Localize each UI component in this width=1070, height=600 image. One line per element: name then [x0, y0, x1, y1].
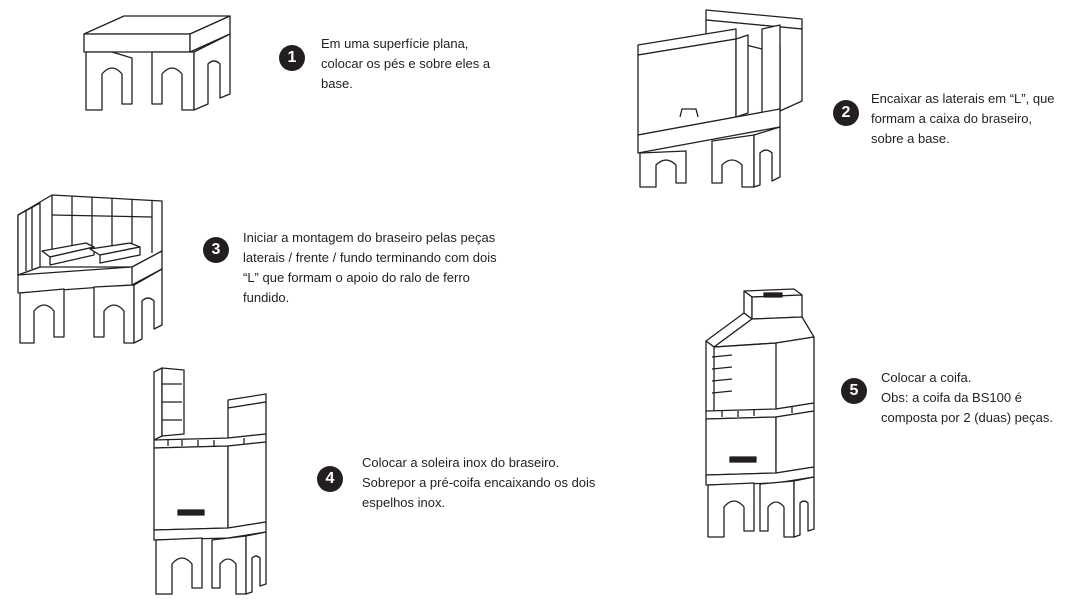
step-1-illustration	[78, 12, 238, 114]
step-5-badge: 5	[841, 378, 867, 404]
step-5-illustration	[698, 285, 822, 541]
step-1-badge: 1	[279, 45, 305, 71]
step-3-illustration	[12, 185, 174, 350]
step-2-instruction: Encaixar as laterais em “L”, que formam …	[871, 91, 1055, 146]
step-5-instruction: Colocar a coifa. Obs: a coifa da BS100 é…	[881, 370, 1053, 425]
step-4-badge: 4	[317, 466, 343, 492]
step-1-instruction: Em uma superfície plana, colocar os pés …	[321, 36, 491, 91]
step-4-illustration	[148, 362, 274, 598]
step-2-badge: 2	[833, 100, 859, 126]
step-2-illustration	[632, 5, 812, 190]
step-3-badge: 3	[203, 237, 229, 263]
step-3-instruction: Iniciar a montagem do braseiro pelas peç…	[243, 230, 497, 305]
step-4-instruction: Colocar a soleira inox do braseiro. Sobr…	[362, 455, 596, 510]
